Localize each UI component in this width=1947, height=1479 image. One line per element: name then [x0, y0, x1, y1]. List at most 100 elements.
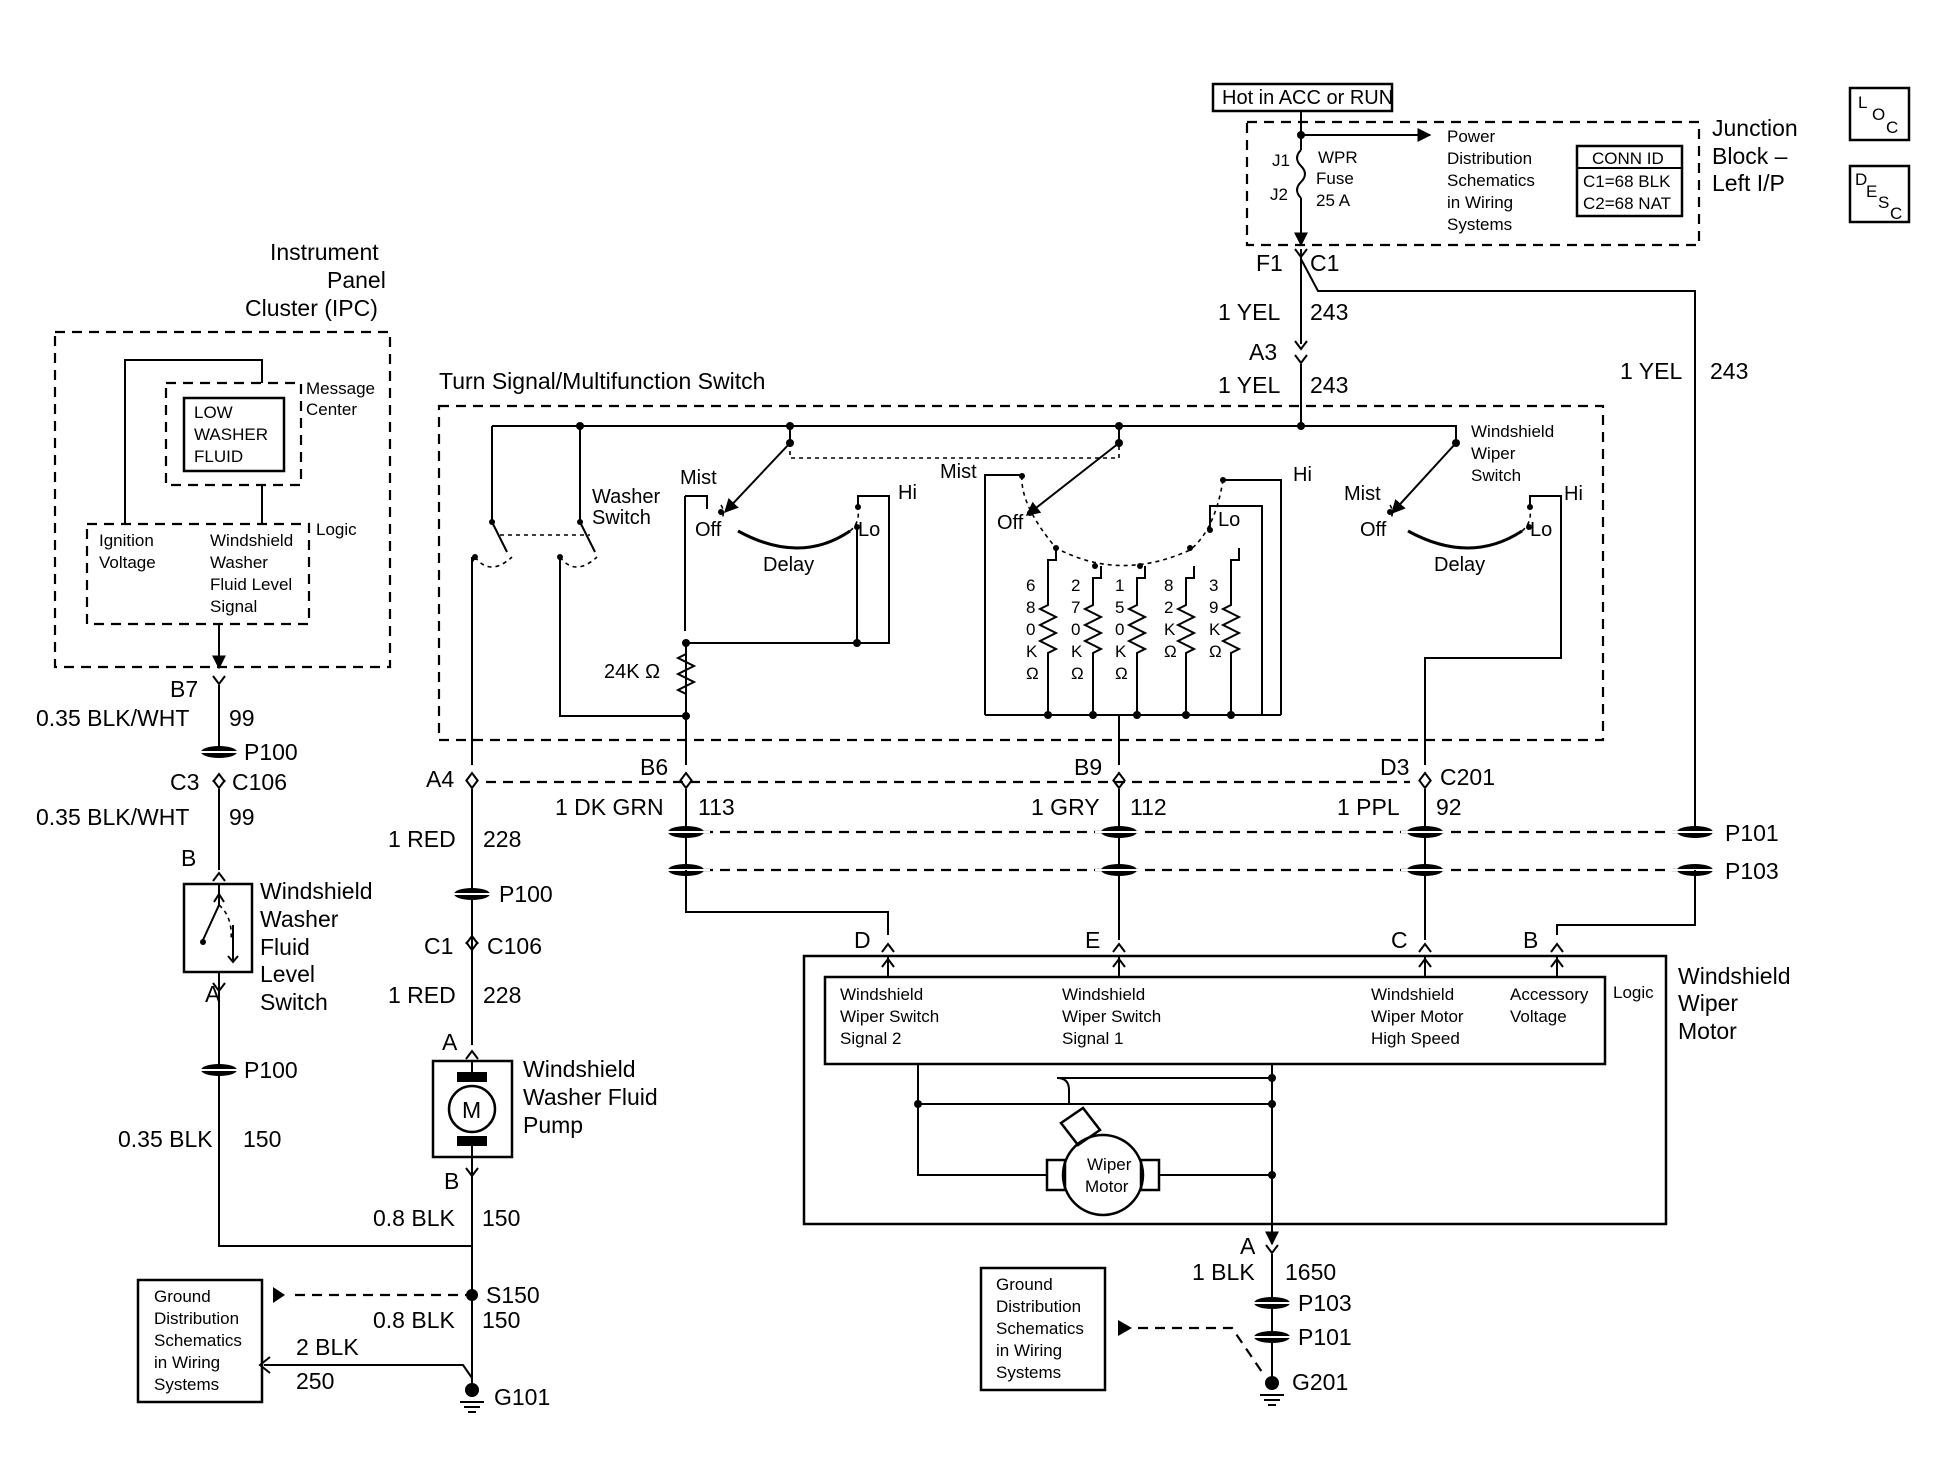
conn-id-c2: C2=68 NAT — [1583, 194, 1671, 213]
w250-num: 250 — [296, 1368, 334, 1394]
svg-text:D: D — [1855, 170, 1867, 189]
connector-row: B6 B9 D3 C201 1 DK GRN 113 1 GRY 112 1 P… — [486, 715, 1779, 940]
w112-num: 112 — [1130, 794, 1167, 820]
wiper-logic-box — [823, 975, 1607, 1066]
w228b-num: 228 — [483, 982, 521, 1008]
pin-b6: B6 — [640, 754, 668, 780]
pin-e-motor: E — [1085, 927, 1100, 953]
pin-a3: A3 — [1249, 339, 1277, 365]
washer-sw-1: Washer — [592, 486, 661, 508]
pds-3: Schematics — [1447, 171, 1535, 190]
low-washer-2: WASHER — [194, 425, 268, 444]
resistor-value-char: K — [1164, 620, 1176, 639]
ws-wiper-2: Wiper — [1471, 444, 1516, 463]
wwfl-1: Windshield — [210, 531, 293, 550]
ws-wiper-1: Windshield — [1471, 422, 1554, 441]
pump-label-3: Pump — [523, 1112, 583, 1138]
c106-b: C106 — [487, 933, 542, 959]
resistor-2 — [1082, 566, 1104, 715]
lo-r: Lo — [1530, 519, 1552, 541]
sig1-1: Windshield — [1062, 985, 1145, 1004]
w99a-color: 0.35 BLK/WHT — [36, 705, 189, 731]
resistor-value-char: K — [1209, 620, 1221, 639]
resistor-value-char: Ω — [1115, 664, 1128, 683]
pin-b7: B7 — [170, 676, 198, 702]
pin-a-level: A — [205, 981, 221, 1007]
delay-r: Delay — [1434, 554, 1485, 576]
resistor-value-char: Ω — [1071, 664, 1084, 683]
mist-r: Mist — [1344, 483, 1381, 505]
lo-l: Lo — [858, 519, 880, 541]
resistor-junction — [1133, 711, 1141, 719]
loc-icon[interactable]: L O C — [1848, 86, 1911, 142]
w92-num: 92 — [1436, 794, 1462, 820]
low-washer-1: LOW — [194, 403, 233, 422]
pin-a-pump: A — [442, 1029, 458, 1055]
p100-a: P100 — [244, 739, 298, 765]
pump-motor-icon — [447, 1084, 497, 1134]
delay-l: Delay — [763, 554, 814, 576]
p100-b-connector — [194, 1063, 244, 1077]
ign-2: Voltage — [99, 553, 156, 572]
w113-color: 1 DK GRN — [555, 794, 664, 820]
pds-2: Distribution — [1447, 149, 1532, 168]
resistor-value-char: 8 — [1026, 598, 1035, 617]
p103-label: P103 — [1725, 858, 1779, 884]
switch-title: Turn Signal/Multifunction Switch — [439, 368, 765, 394]
gds-l-5: Systems — [154, 1375, 219, 1394]
gds-l-3: Schematics — [154, 1331, 242, 1350]
w92-color: 1 PPL — [1337, 794, 1400, 820]
pds-1: Power — [1447, 127, 1496, 146]
resistor-junction — [1089, 711, 1097, 719]
level-sw-1: Windshield — [260, 878, 373, 904]
junction-block-section: Hot in ACC or RUN Junction Block – Left … — [1211, 82, 1798, 829]
resistor-value-char: 0 — [1071, 620, 1080, 639]
r24k: 24K Ω — [604, 661, 660, 683]
w150a-color: 0.35 BLK — [118, 1126, 213, 1152]
w228a-num: 228 — [483, 826, 521, 852]
sig2-1: Windshield — [840, 985, 923, 1004]
resistor-value-char: 2 — [1164, 598, 1173, 617]
hi-l: Hi — [898, 482, 917, 504]
pds-5: Systems — [1447, 215, 1512, 234]
resistor-value-char: Ω — [1026, 664, 1039, 683]
gds-box-left — [136, 1278, 264, 1404]
ipc-section: Instrument Panel Cluster (IPC) Message C… — [53, 239, 392, 670]
wiper-motor-outline — [802, 954, 1668, 1226]
svg-text:O: O — [1872, 105, 1885, 124]
c201: C201 — [1440, 764, 1495, 790]
gds-l-2: Distribution — [154, 1309, 239, 1328]
svg-text:E: E — [1866, 182, 1877, 201]
fuse-j2: J2 — [1270, 185, 1288, 204]
high-1: Windshield — [1371, 985, 1454, 1004]
p100-c: P100 — [499, 881, 553, 907]
lo-c: Lo — [1218, 509, 1240, 531]
washer-sw-2: Switch — [592, 507, 651, 529]
pump-motor-letter: M — [462, 1097, 481, 1123]
sig2-3: Signal 2 — [840, 1029, 901, 1048]
resistor-value-char: K — [1071, 642, 1083, 661]
resistor-value-char: 6 — [1026, 576, 1035, 595]
resistor-junction — [1182, 711, 1190, 719]
resistor-value-char: 7 — [1071, 598, 1080, 617]
mist-c: Mist — [940, 461, 977, 483]
conn-id-title: CONN ID — [1592, 149, 1664, 168]
fuse-j1: J1 — [1272, 151, 1290, 170]
gds-r-4: in Wiring — [996, 1341, 1062, 1360]
resistor-4 — [1175, 566, 1197, 715]
fuse-label-2: Fuse — [1316, 169, 1354, 188]
ipc-title-2: Panel — [327, 267, 386, 293]
low-washer-indicator — [182, 396, 286, 473]
resistor-value-char: Ω — [1209, 642, 1222, 661]
pin-b-pump: B — [444, 1168, 459, 1194]
w243c-color: 1 YEL — [1620, 358, 1682, 384]
pump-circuit: A4 1 RED 228 P100 C1 C106 1 RED 228 A M … — [136, 560, 658, 1413]
pin-c1-jb: C1 — [1310, 250, 1339, 276]
wiper-brush-icon — [1059, 1106, 1102, 1147]
g101: G101 — [494, 1384, 550, 1410]
motor-1: Wiper — [1087, 1155, 1132, 1174]
delay-arc-center — [1021, 475, 1224, 567]
desc-icon[interactable]: D E S C — [1848, 164, 1911, 224]
